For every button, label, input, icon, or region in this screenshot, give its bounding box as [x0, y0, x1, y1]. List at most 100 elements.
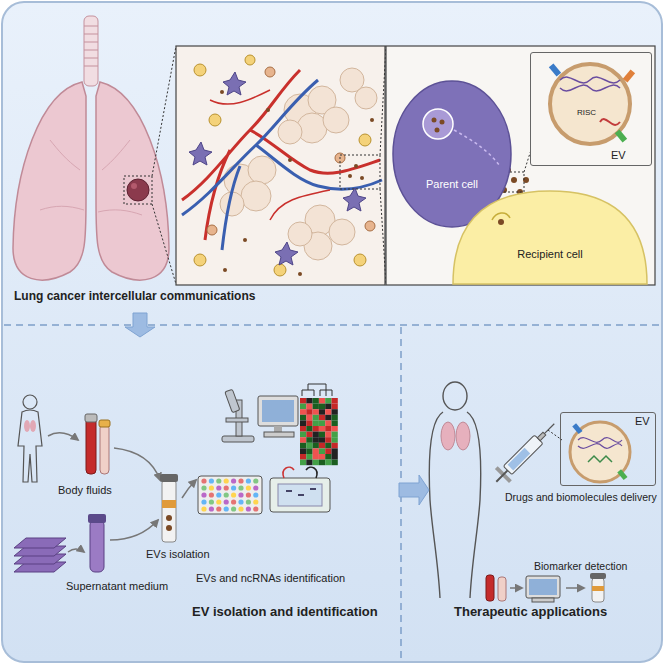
tumour-microenvironment-part-part: [360, 176, 364, 180]
heatmap-cell: [325, 448, 331, 454]
lungs-drawing-part: [131, 183, 137, 189]
isolation-workflow-part: [48, 433, 78, 440]
cell-dome-outline: [452, 190, 648, 284]
heatmap-cell: [306, 415, 312, 421]
isolation-workflow-part: [14, 538, 66, 572]
heatmap-cell: [332, 404, 338, 410]
ev-drawing-2-part: [578, 438, 622, 449]
heatmap-cell: [300, 426, 306, 432]
tumour-microenvironment-part-part: [245, 55, 255, 65]
therapy-workflow-part: [441, 422, 455, 450]
tumour-microenvironment-part-part: [248, 156, 276, 184]
well-plate-part: [201, 506, 206, 511]
heatmap-cell: [313, 415, 319, 421]
therapy-workflow-part: [526, 576, 560, 598]
tumour-microenvironment-part-part: [323, 107, 349, 133]
isolation-workflow-part: [166, 515, 172, 521]
heatmap-cell: [319, 454, 325, 460]
heatmap-cell: [332, 398, 338, 404]
tumour-microenvironment: [176, 46, 386, 285]
tumour-microenvironment-part-part: [223, 72, 246, 95]
tumour-microenvironment-part-part: [348, 174, 352, 178]
tumour-microenvironment-part-part: [194, 254, 206, 266]
therapy-workflow-part: [532, 598, 554, 602]
isolation-workflow-part: [88, 514, 106, 523]
tumour-microenvironment-part: [194, 55, 371, 276]
tumour-microenvironment-part-part: [278, 120, 302, 144]
tumour-microenvironment-part-part: [354, 164, 358, 168]
well-plate-part: [216, 506, 221, 511]
heatmap-cell: [306, 409, 312, 415]
heatmap-cell: [325, 460, 331, 466]
heatmap-cell: [313, 454, 319, 460]
lungs-drawing-part: [96, 82, 169, 280]
ev-drawing-part: [550, 64, 630, 144]
well-plate-part: [198, 476, 262, 514]
lungs-drawing-part: [84, 66, 98, 67]
tumour-microenvironment-part-part: [275, 242, 298, 265]
heatmap-cell: [306, 437, 312, 443]
well-plate-part: [253, 478, 258, 483]
tumour-microenvironment-part-part: [241, 181, 271, 211]
tumour-microenvironment-part-part: [370, 118, 374, 122]
ev-drawing-2-part: [588, 456, 612, 462]
heatmap-cell: [319, 448, 325, 454]
heatmap-cell: [313, 448, 319, 454]
therapy-workflow-part: [486, 575, 494, 601]
panel: EV isolation and identification: [0, 338, 398, 664]
heatmap-cell: [300, 443, 306, 449]
label: Body fluids: [58, 484, 112, 497]
heatmap-cell: [306, 404, 312, 410]
heatmap-cell: [306, 460, 312, 466]
heatmap-cell: [319, 437, 325, 443]
cell-communication-inset-part-part: [511, 177, 517, 183]
tumour-microenvironment-part-part: [359, 134, 371, 146]
isolation-workflow-part-part: [18, 410, 42, 482]
block-arrow: [399, 475, 429, 505]
heatmap-cell: [325, 432, 331, 438]
tumour-microenvironment-part: [189, 72, 366, 265]
isolation-workflow: [14, 384, 338, 572]
tumour-microenvironment-part-part: [298, 272, 302, 276]
heatmap-cell: [313, 420, 319, 426]
node-text: Parent cell: [392, 178, 512, 191]
heatmap-cell: [313, 437, 319, 443]
well-plate-part: [224, 485, 229, 490]
well-plate-part: [246, 492, 251, 497]
heatmap-cell: [332, 432, 338, 438]
ev-drawing-part: [623, 69, 635, 82]
isolation-workflow-part: [24, 420, 30, 432]
heatmap-cell: [313, 426, 319, 432]
electrophoresis-part: [310, 488, 316, 490]
lungs-drawing-part: [84, 58, 98, 59]
microscope-part: [226, 418, 248, 422]
tumour-microenvironment-part-part: [274, 264, 286, 276]
microscope-part: [222, 436, 254, 442]
isolation-workflow-part: [162, 480, 176, 542]
heatmap-cell: [300, 415, 306, 421]
heatmap-cell: [306, 443, 312, 449]
cell-communication-inset-part: [386, 46, 655, 285]
heatmap-cell: [325, 443, 331, 449]
heatmap-cell: [300, 404, 306, 410]
isolation-workflow-part: [85, 414, 97, 422]
heatmap-cell: [306, 454, 312, 460]
heatmap-cell: [313, 443, 319, 449]
isolation-workflow-part: [162, 500, 176, 508]
well-plate-part: [231, 499, 236, 504]
tumour-microenvironment-part: [182, 80, 382, 250]
isolation-workflow-part: [90, 520, 104, 572]
tumour-microenvironment-part-part: [288, 158, 292, 162]
electrophoresis-part: [270, 478, 330, 512]
heatmap-cell: [319, 426, 325, 432]
therapy-workflow-part: [529, 579, 557, 595]
well-plate-part: [246, 499, 251, 504]
ev-drawing-part: [549, 63, 561, 76]
therapy-workflow-part-part: [429, 412, 480, 598]
computer-part: [274, 426, 282, 432]
electrophoresis-part: [283, 467, 294, 478]
tumour-microenvironment-part-part: [243, 238, 247, 242]
tumour-microenvironment-part: [210, 90, 330, 220]
tumour-microenvironment-part-part: [209, 114, 221, 126]
